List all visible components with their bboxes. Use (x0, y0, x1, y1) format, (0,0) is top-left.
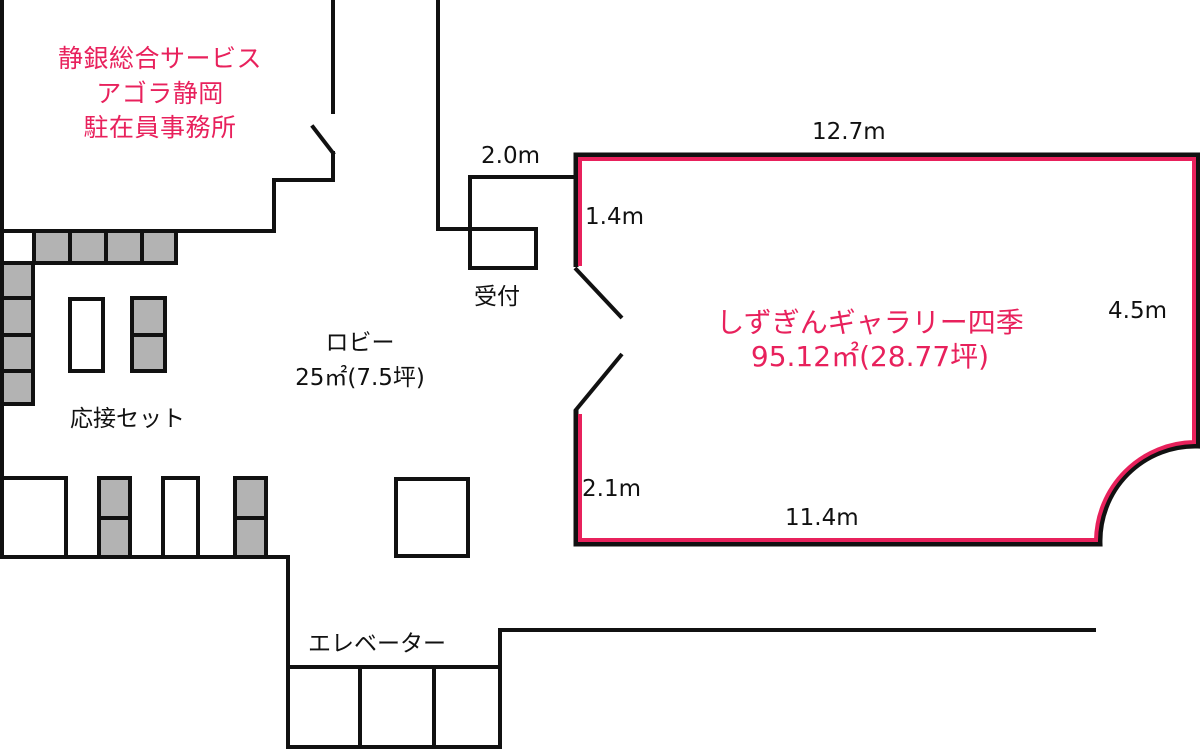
seating-lower (0, 476, 268, 559)
gallery-label: しずぎんギャラリー四季 95.12㎡(28.77坪) (680, 306, 1060, 373)
reception-label: 受付 (474, 284, 520, 310)
gallery-left-lower-dimension: 2.1m (582, 476, 641, 502)
gallery-bottom-dimension: 11.4m (785, 505, 859, 531)
seating-upper (68, 296, 167, 373)
office-label-line-1: 静銀総合サービス (57, 44, 262, 73)
office-label-line-3: 駐在員事務所 (83, 113, 237, 142)
shelving-top (0, 229, 178, 265)
office-label: 静銀総合サービス アゴラ静岡 駐在員事務所 (30, 42, 290, 146)
reception-walls (436, 0, 576, 270)
pillar (394, 477, 470, 558)
shelving-left (0, 261, 35, 406)
gallery-left-upper-dimension: 1.4m (585, 204, 644, 230)
seating-label: 応接セット (70, 406, 185, 432)
office-label-line-2: アゴラ静岡 (96, 78, 224, 108)
reception-width-dimension: 2.0m (481, 143, 540, 169)
elevator-shafts (286, 665, 502, 749)
gallery-name: しずぎんギャラリー四季 (716, 306, 1024, 339)
office-walls (0, 0, 336, 234)
elevator-label: エレベーター (308, 631, 446, 657)
gallery-area: 95.12㎡(28.77坪) (750, 339, 990, 373)
lobby-label: ロビー 25㎡(7.5坪) (255, 326, 465, 395)
lobby-area: 25㎡(7.5坪) (295, 364, 425, 391)
lobby-name: ロビー (325, 330, 395, 356)
gallery-top-dimension: 12.7m (812, 119, 886, 145)
gallery-right-dimension: 4.5m (1108, 298, 1167, 324)
gallery-walls (573, 152, 1200, 547)
